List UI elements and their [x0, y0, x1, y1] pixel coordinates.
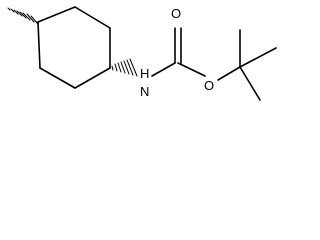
carbonyl-oxygen-label: O — [171, 6, 181, 21]
n-carbonyl-bond — [151, 62, 176, 77]
ring-bond-5 — [39, 67, 76, 89]
ring-bond-6 — [37, 21, 41, 69]
tbutyl-methyl-down — [239, 66, 261, 101]
ring-bond-2 — [74, 6, 111, 29]
ester-oxygen-tbutyl-bond — [217, 66, 241, 81]
nh-hashed-wedge — [111, 58, 138, 77]
nitrogen-label: N — [140, 84, 149, 99]
carbonyl-ester-oxygen-bond — [177, 62, 206, 77]
ester-oxygen-label: O — [204, 78, 214, 93]
ring-bond-1 — [37, 6, 76, 23]
methyl-hashed-wedge — [7, 7, 39, 25]
chemical-structure-canvas: N H O O — [0, 0, 286, 106]
tbutyl-methyl-right — [239, 47, 277, 68]
chemical-structure-drawing: N H O O — [7, 6, 277, 101]
nitrogen-hydrogen-label: H — [140, 66, 149, 81]
ring-bond-4 — [74, 67, 111, 89]
cyclohexane-ring — [37, 6, 111, 89]
